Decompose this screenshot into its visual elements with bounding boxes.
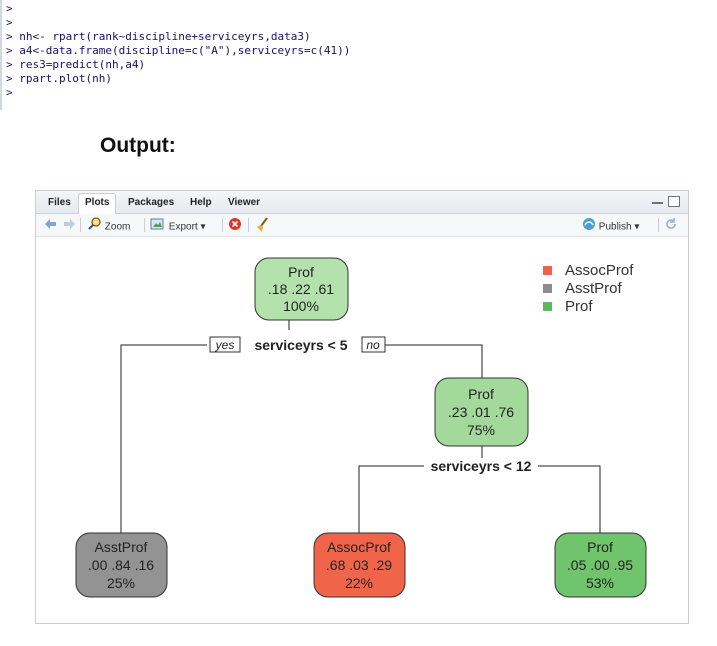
back-arrow-icon[interactable] [44,217,58,233]
node-percentage: 25% [107,575,135,591]
toolbar-divider [248,218,249,232]
node-probabilities: .68 .03 .29 [326,557,392,573]
node-probabilities: .00 .84 .16 [88,557,154,573]
console-line: > [6,86,13,99]
magnifier-icon [88,217,102,237]
legend-swatch-assocprof [543,266,552,275]
toolbar-divider [222,218,223,232]
tree-node-3: Prof .23 .01 .76 75% [434,377,529,447]
legend-swatch-prof [543,302,552,311]
node-probabilities: .18 .22 .61 [268,281,334,297]
split-label-n3: serviceyrs < 12 [431,458,532,474]
plot-area: AssocProf AsstProf Prof Prof .18 .22 .61… [36,237,688,623]
minimize-icon[interactable] [652,196,664,206]
legend-swatch-asstprof [543,284,552,293]
plots-pane: Files Plots Packages Help Viewer Zoom Ex… [35,190,689,624]
zoom-button[interactable]: Zoom [88,217,130,233]
toolbar-divider [658,218,659,232]
output-heading: Output: [100,134,176,157]
publish-button[interactable]: Publish ▾ [582,217,639,233]
tree-node-root: Prof .18 .22 .61 100% [254,257,349,321]
tab-viewer[interactable]: Viewer [228,197,261,208]
remove-plot-button[interactable] [228,217,242,233]
console-line: > nh<- rpart(rank~discipline+serviceyrs,… [6,30,311,43]
publish-icon [582,217,596,237]
node-class-label: Prof [288,264,314,280]
no-label-box [361,336,386,353]
plots-toolbar: Zoom Export ▾ Publish ▾ [36,214,688,237]
maximize-icon[interactable] [668,196,680,207]
legend-label-asstprof: AsstProf [565,280,623,297]
legend-label-prof: Prof [565,298,593,315]
tab-files[interactable]: Files [48,197,71,208]
tab-plots[interactable]: Plots [78,193,117,214]
console-line: > a4<-data.frame(discipline=c("A"),servi… [6,44,351,57]
tree-leaf-asstprof: AsstProf .00 .84 .16 25% [75,532,168,598]
edge-n3-yes [358,465,424,533]
node-percentage: 100% [283,298,319,314]
forward-arrow-icon[interactable] [62,217,76,233]
edge-n3-no [538,465,601,533]
r-console[interactable]: > > > nh<- rpart(rank~discipline+service… [0,0,717,110]
refresh-icon[interactable] [664,217,678,233]
console-line: > [6,2,13,15]
export-image-icon [150,217,166,237]
node-percentage: 53% [586,575,614,591]
remove-circle-icon [229,218,241,230]
toolbar-divider [144,218,145,232]
node-percentage: 22% [345,575,373,591]
pane-tab-bar: Files Plots Packages Help Viewer [36,191,688,214]
node-class-label: Prof [587,539,613,555]
node-probabilities: .05 .00 .95 [567,557,633,573]
node-class-label: AsstProf [95,539,148,555]
node-percentage: 75% [467,422,495,438]
yes-label: yes [215,338,235,352]
no-label: no [366,338,380,352]
tab-help[interactable]: Help [190,197,212,208]
tree-leaf-assocprof: AssocProf .68 .03 .29 22% [313,532,406,598]
tab-packages[interactable]: Packages [128,197,175,208]
node-class-label: Prof [468,386,494,402]
toolbar-divider [80,218,81,232]
broom-icon [257,217,268,232]
node-class-label: AssocProf [327,539,391,555]
clear-all-button[interactable] [254,217,270,233]
legend-label-assocprof: AssocProf [565,262,634,279]
console-line: > [6,16,13,29]
yes-label-box [209,336,241,353]
console-line: > res3=predict(nh,a4) [6,58,146,71]
decision-tree-plot: AssocProf AsstProf Prof Prof .18 .22 .61… [75,257,647,598]
node-probabilities: .23 .01 .76 [448,404,514,420]
export-button[interactable]: Export ▾ [150,217,206,233]
split-label-root: serviceyrs < 5 [254,337,347,353]
console-edge [0,0,2,110]
tree-leaf-prof: Prof .05 .00 .95 53% [554,532,647,598]
edge-root-yes [120,344,207,533]
edge-root-no [385,344,483,378]
console-line: > rpart.plot(nh) [6,72,112,85]
